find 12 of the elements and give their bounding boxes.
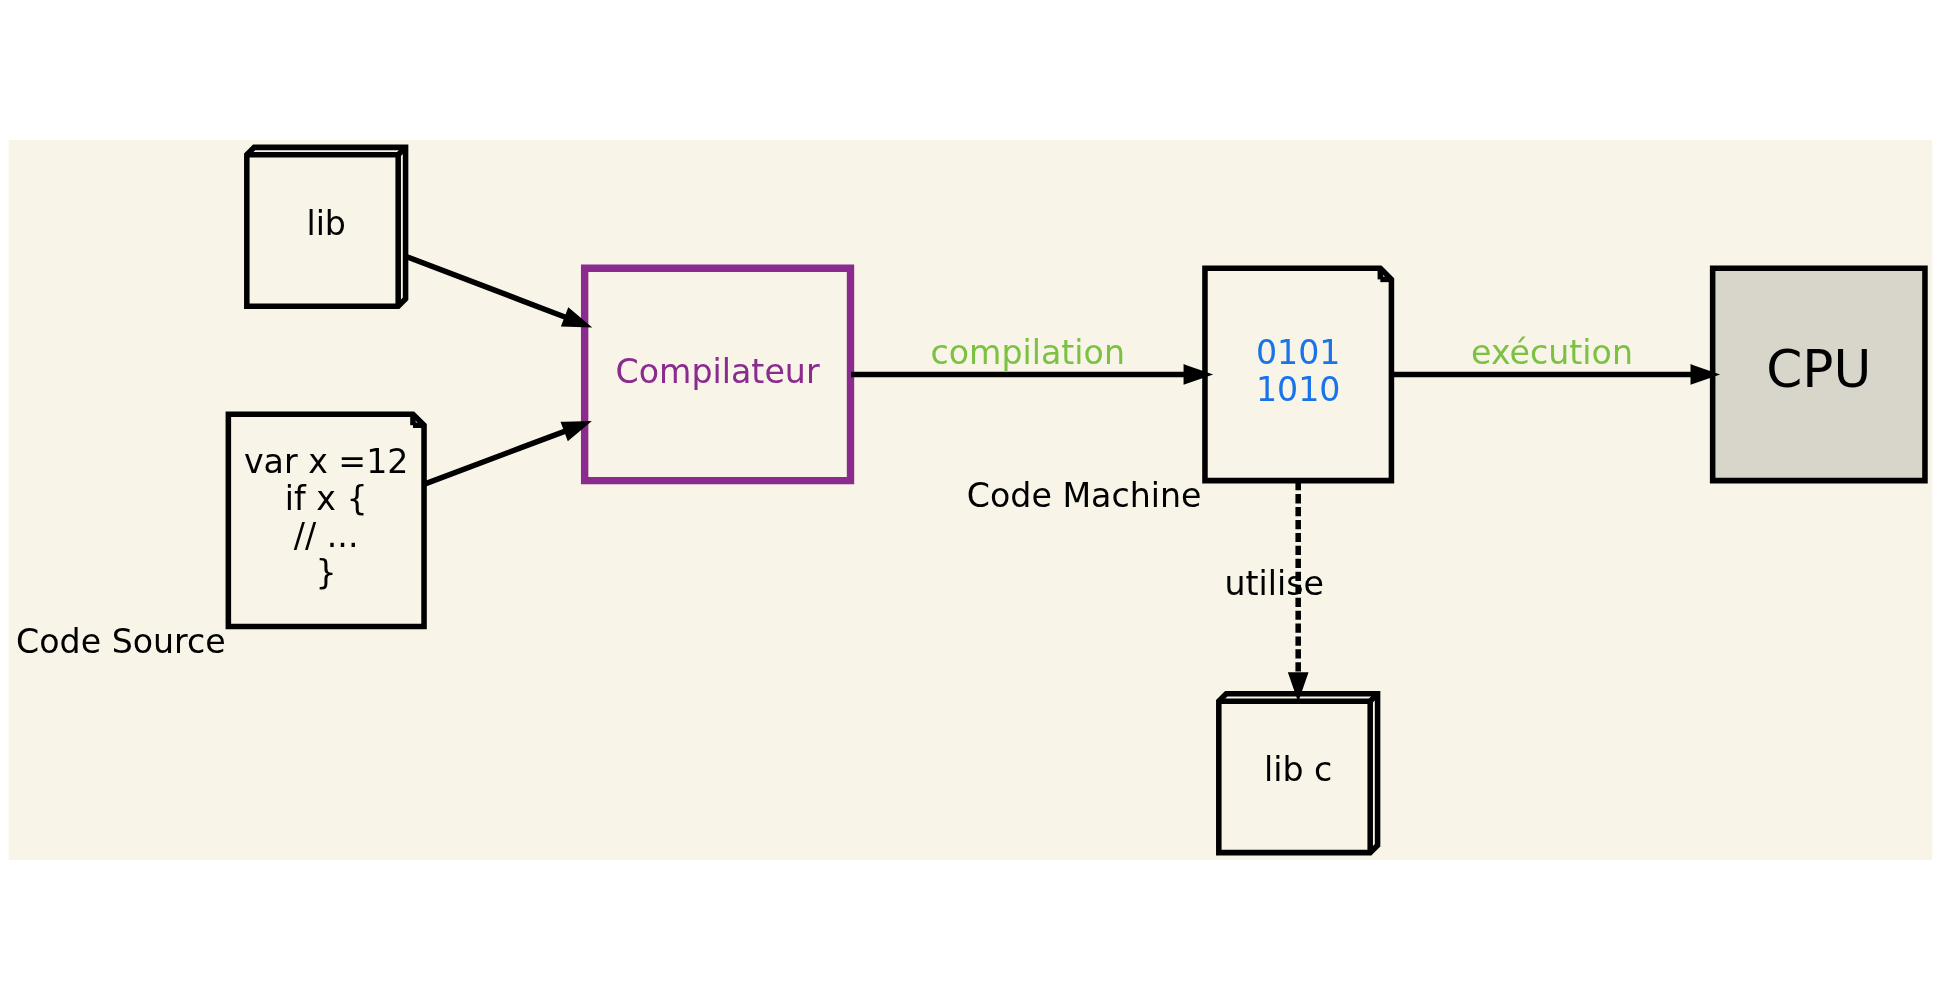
arrow bbox=[405, 253, 593, 328]
edge-label: utilise bbox=[1224, 564, 1324, 604]
node-box: CPU bbox=[1709, 265, 1928, 484]
node-label: Code Source bbox=[16, 622, 226, 662]
arrow bbox=[851, 364, 1214, 385]
arrow bbox=[1391, 364, 1721, 385]
edge-label: compilation bbox=[930, 333, 1125, 373]
node-label: Code Machine bbox=[966, 476, 1202, 516]
arrow bbox=[1287, 481, 1309, 702]
node-box: Compilateur bbox=[580, 264, 855, 485]
arrow bbox=[423, 421, 592, 487]
edge-label: exécution bbox=[1471, 333, 1633, 373]
